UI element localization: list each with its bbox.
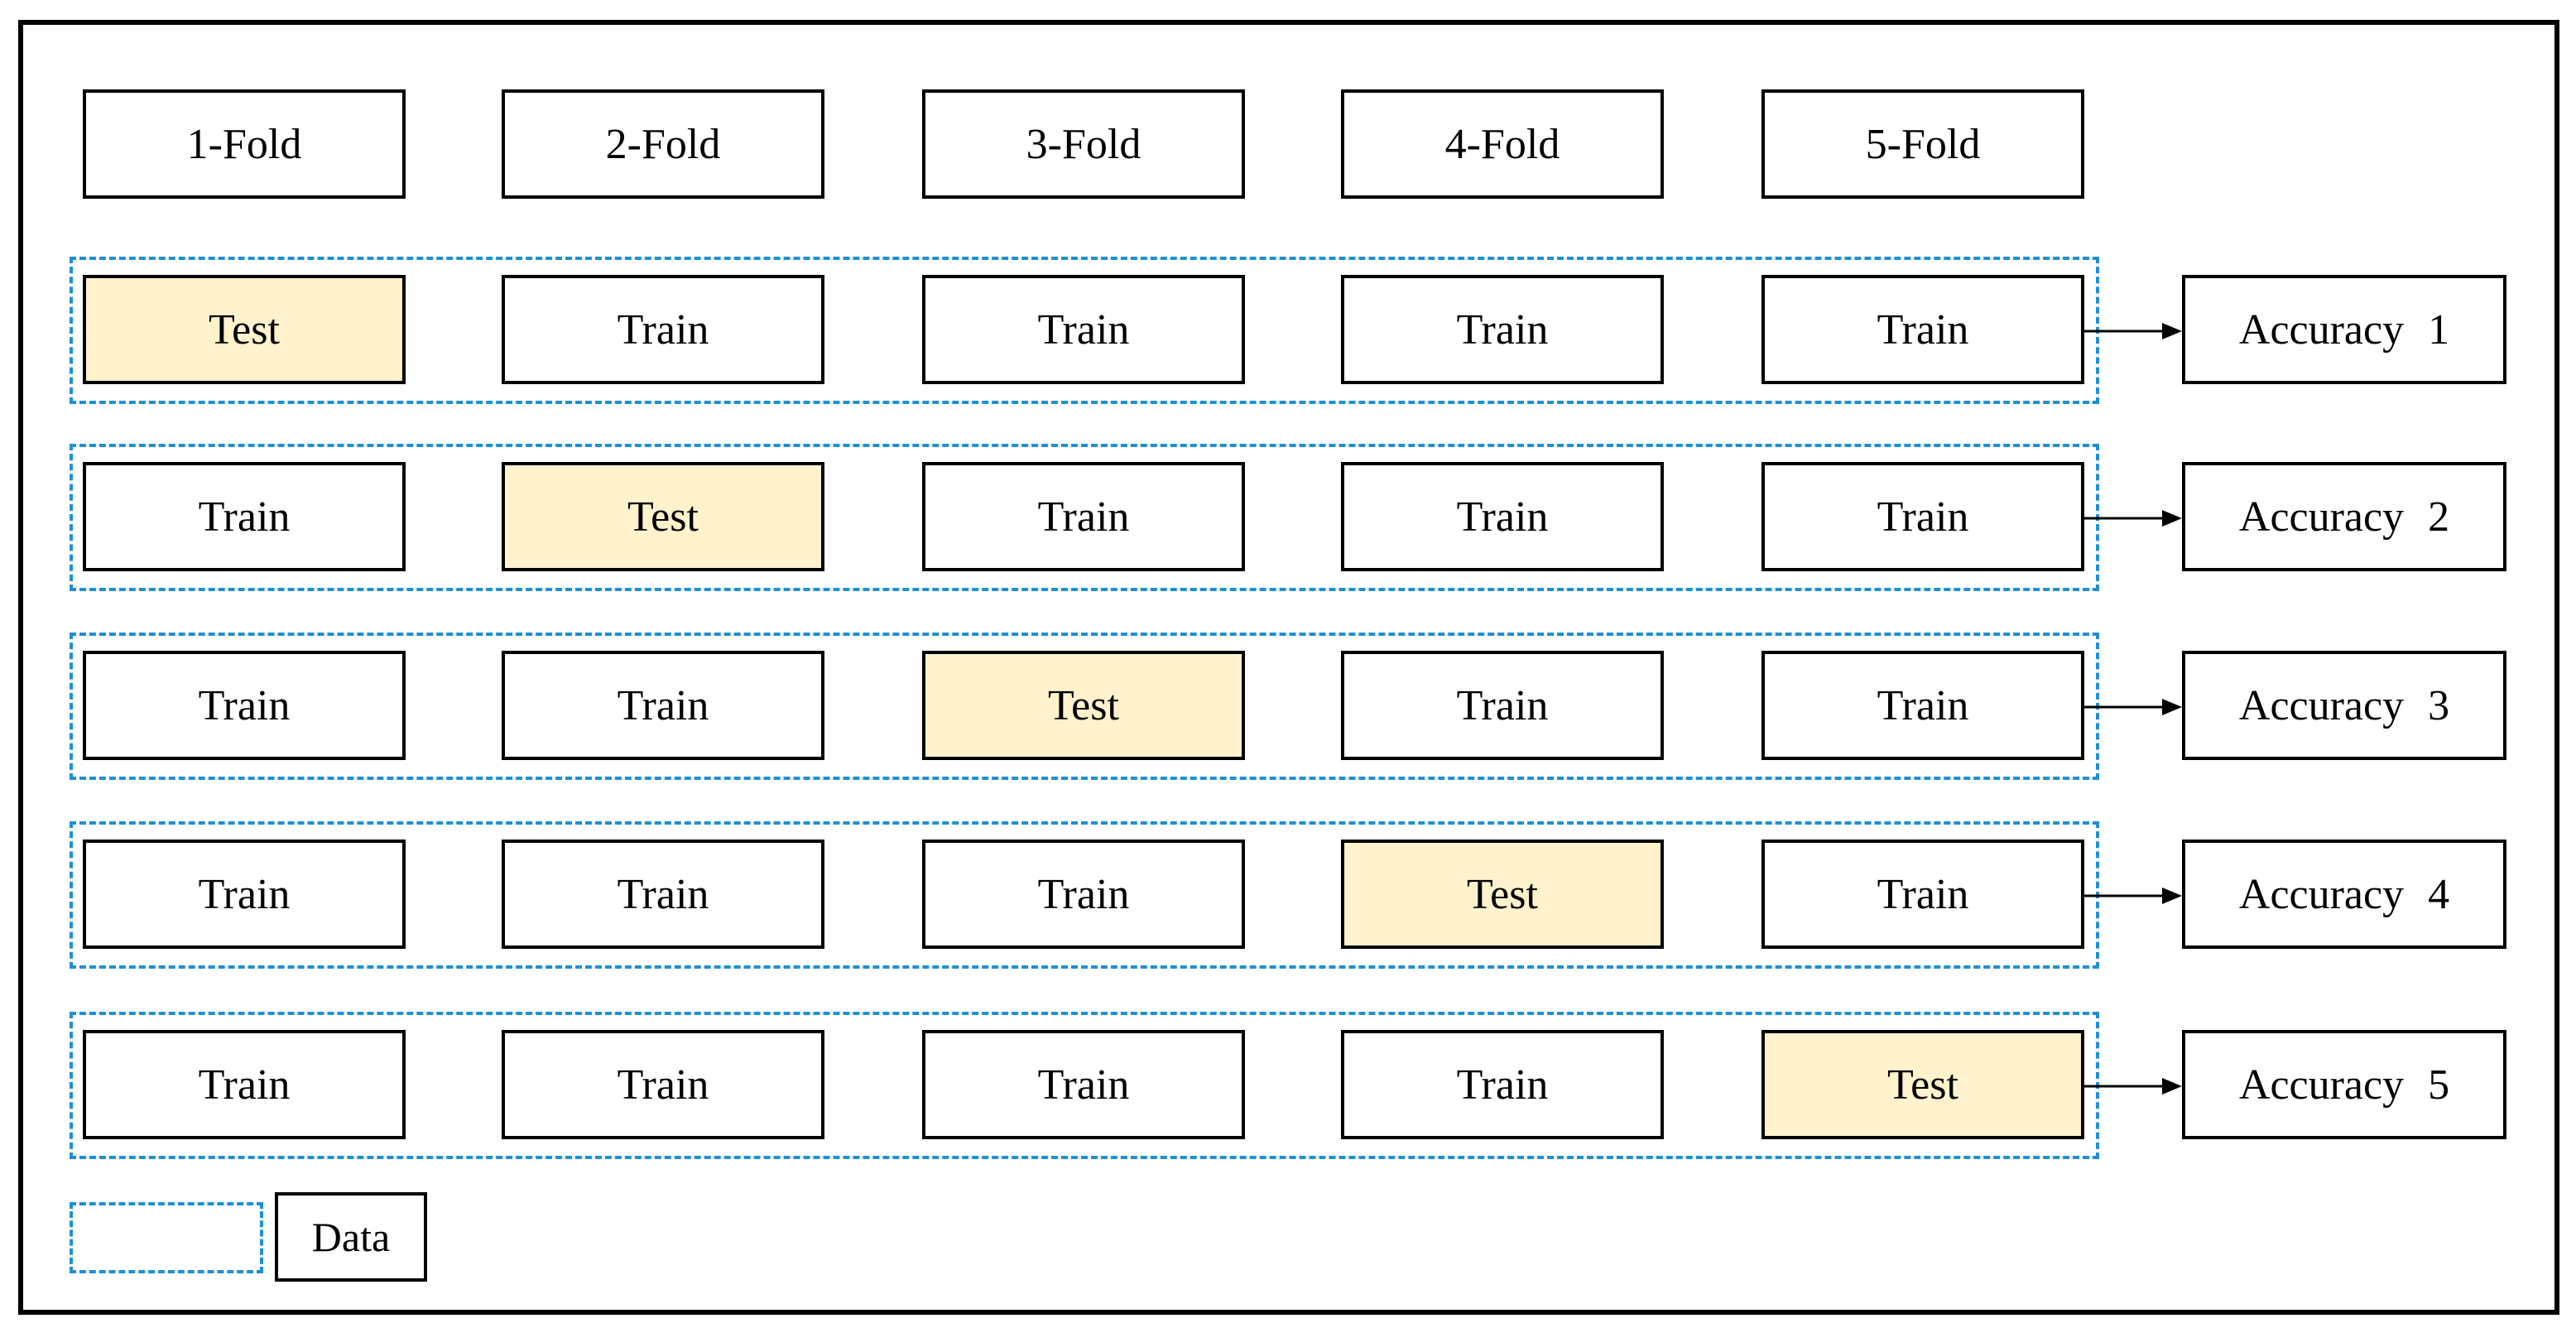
row-4-cell-4-test: Test [1341,840,1664,949]
row-3-cell-2-train: Train [502,651,824,760]
legend-data-label: Data [275,1192,427,1282]
row-3-cell-1-train: Train [83,651,406,760]
row-3-cell-5-train: Train [1761,651,2084,760]
accuracy-4-box: Accuracy 4 [2182,840,2506,949]
row-1-cell-4-train: Train [1341,275,1664,384]
fold-header-1: 1-Fold [83,89,406,199]
diagram-frame [18,20,2559,1315]
row-4-cell-2-train: Train [502,840,824,949]
row-2-cell-1-train: Train [83,462,406,571]
row-3-cell-3-test: Test [922,651,1245,760]
accuracy-3-box: Accuracy 3 [2182,651,2506,760]
row-5-cell-4-train: Train [1341,1030,1664,1139]
row-4-cell-5-train: Train [1761,840,2084,949]
accuracy-5-box: Accuracy 5 [2182,1030,2506,1139]
row-2-cell-2-test: Test [502,462,824,571]
fold-header-3: 3-Fold [922,89,1245,199]
row-2-cell-4-train: Train [1341,462,1664,571]
row-1-cell-2-train: Train [502,275,824,384]
row-2-arrow-icon [2084,510,2182,527]
row-5-cell-2-train: Train [502,1030,824,1139]
row-5-cell-3-train: Train [922,1030,1245,1139]
row-1-cell-3-train: Train [922,275,1245,384]
fold-header-2: 2-Fold [502,89,824,199]
row-5-arrow-icon [2084,1078,2182,1095]
row-3-cell-4-train: Train [1341,651,1664,760]
row-5-cell-5-test: Test [1761,1030,2084,1139]
fold-header-5: 5-Fold [1761,89,2084,199]
row-2-cell-5-train: Train [1761,462,2084,571]
row-1-cell-1-test: Test [83,275,406,384]
row-4-cell-1-train: Train [83,840,406,949]
row-4-arrow-icon [2084,888,2182,904]
row-5-cell-1-train: Train [83,1030,406,1139]
row-2-cell-3-train: Train [922,462,1245,571]
fold-header-4: 4-Fold [1341,89,1664,199]
accuracy-1-box: Accuracy 1 [2182,275,2506,384]
row-4-cell-3-train: Train [922,840,1245,949]
row-3-arrow-icon [2084,699,2182,715]
accuracy-2-box: Accuracy 2 [2182,462,2506,571]
legend-dashed-swatch [70,1202,263,1273]
row-1-arrow-icon [2084,323,2182,339]
row-1-cell-5-train: Train [1761,275,2084,384]
